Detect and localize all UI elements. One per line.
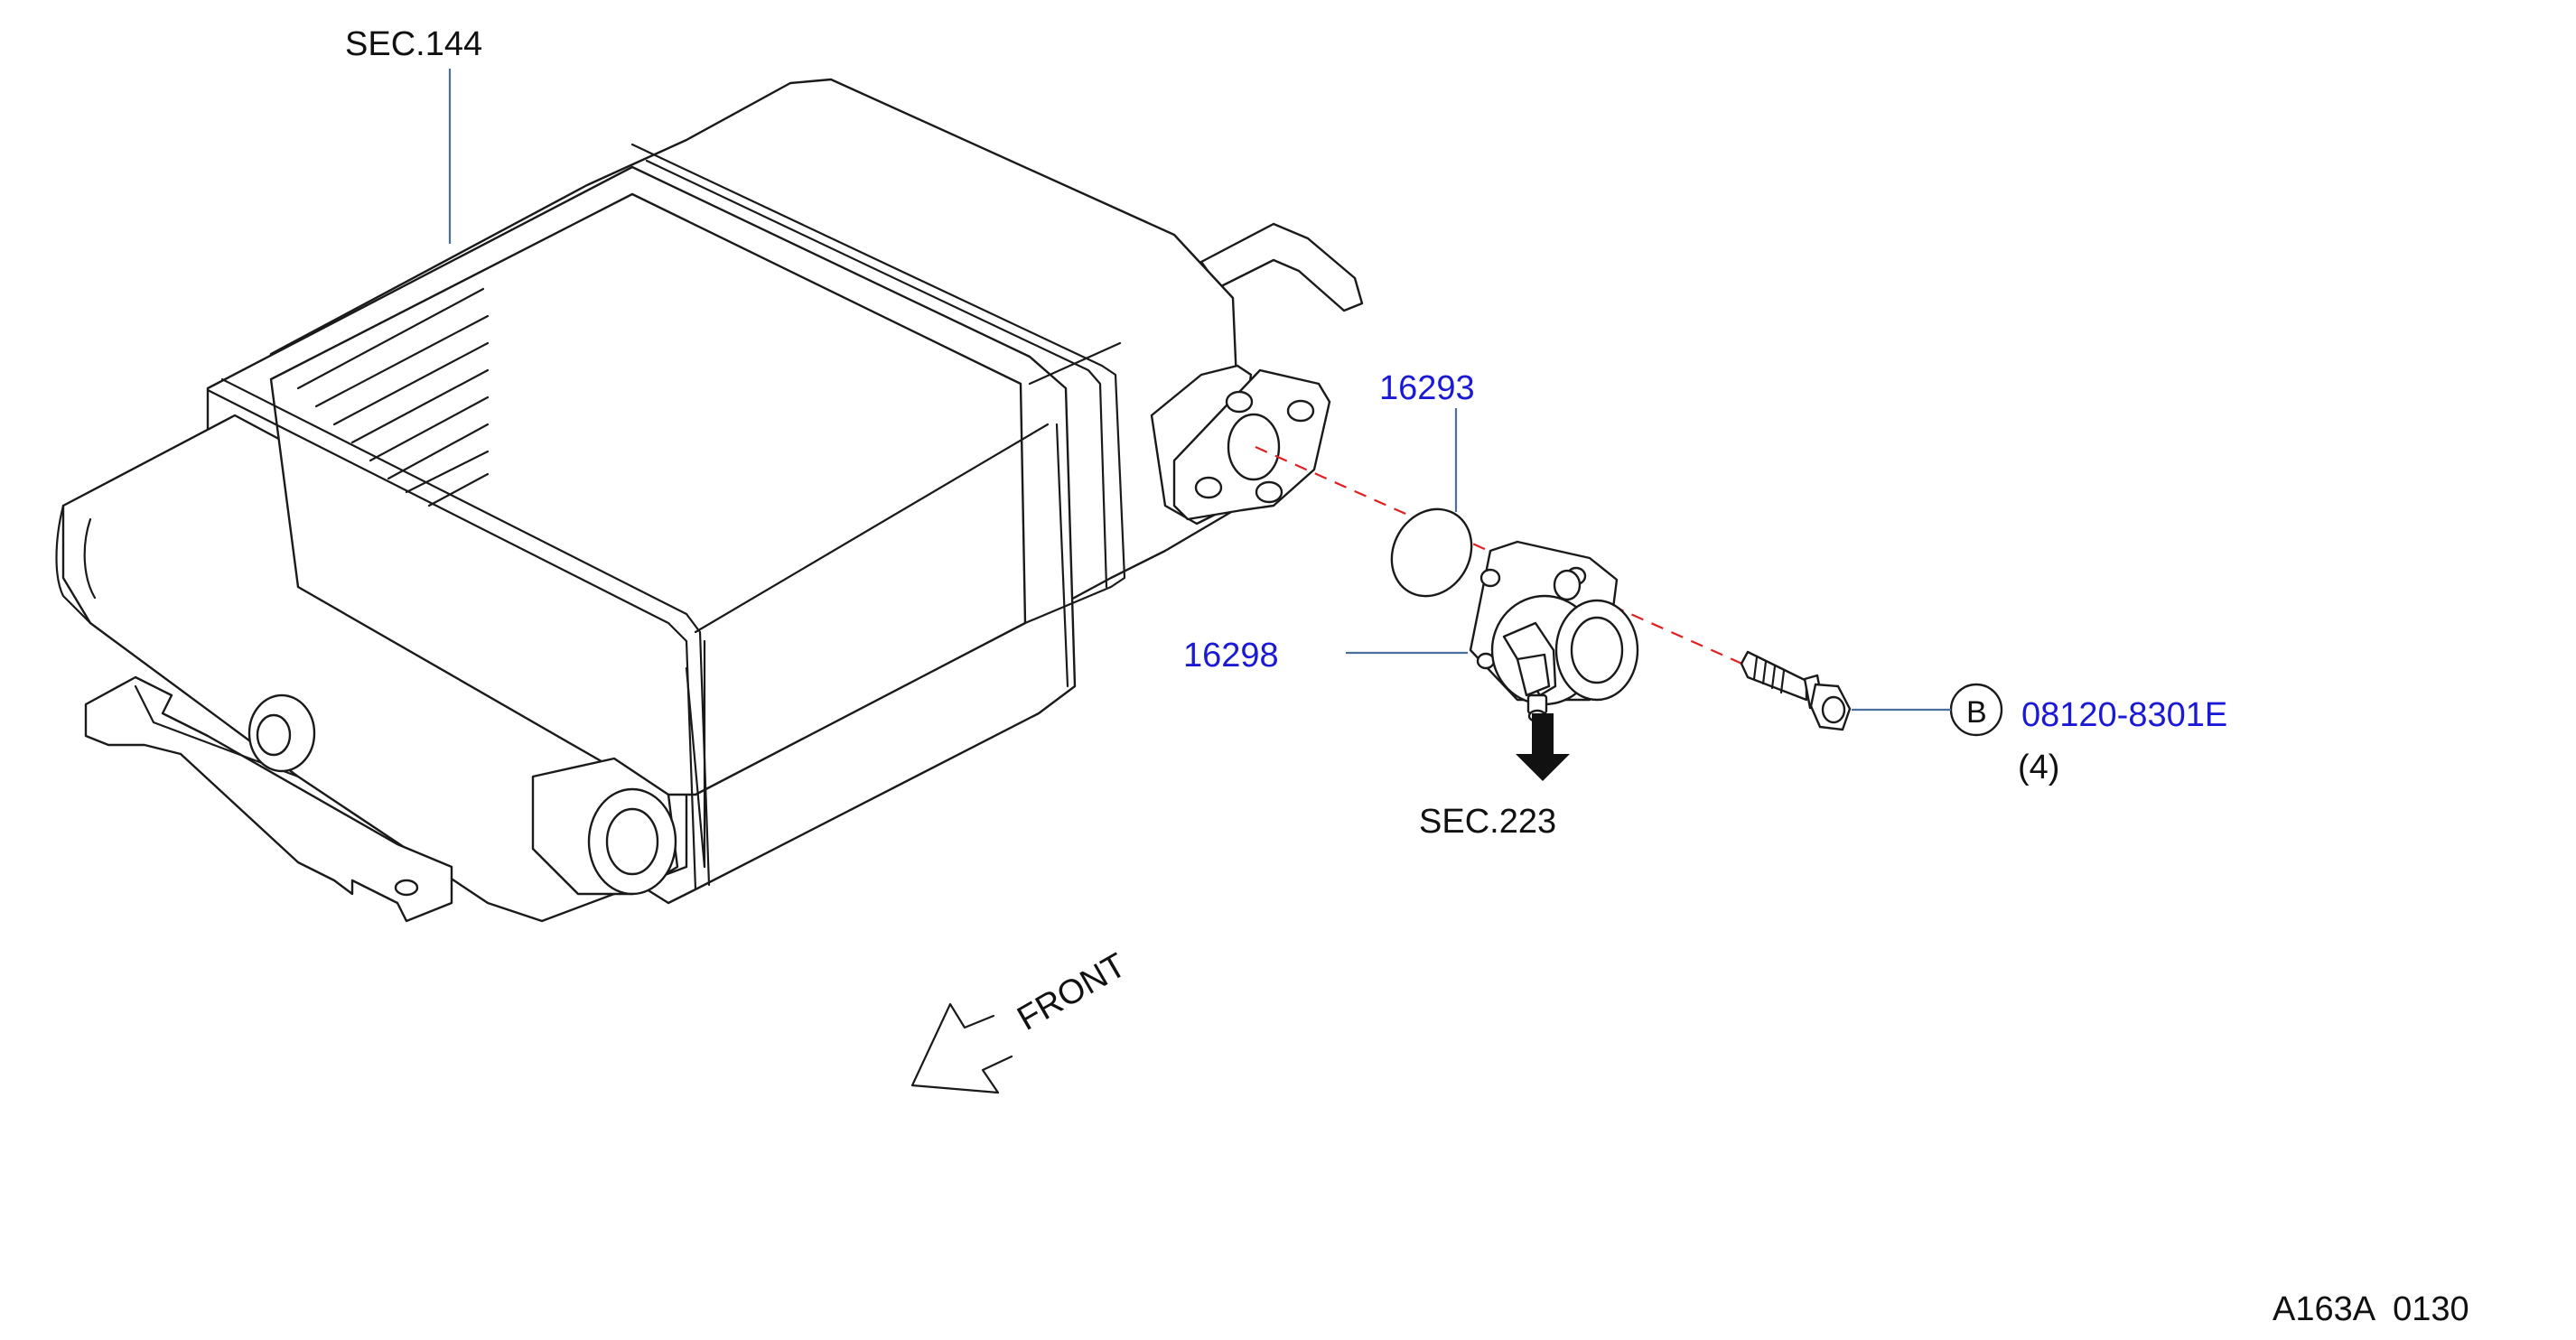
diagram-code: A163A 0130 [2273, 1290, 2469, 1328]
evap-canister [55, 78, 1364, 923]
down-arrow-icon [1516, 713, 1570, 781]
bolt-quantity: (4) [2018, 749, 2059, 786]
valve-16298 [1469, 540, 1639, 723]
front-label: FRONT [1012, 946, 1133, 1038]
front-arrow-icon [910, 1002, 1013, 1094]
bolt-08120-8301e [1740, 650, 1852, 731]
sec223-label: SEC.223 [1419, 803, 1556, 841]
gasket-16293 [1390, 507, 1473, 598]
sec144-label: SEC.144 [345, 25, 482, 63]
part-number-16293[interactable]: 16293 [1379, 369, 1475, 407]
label-hatch [296, 287, 490, 507]
bolt-callout-letter: B [1966, 695, 1987, 730]
part-number-bolt[interactable]: 08120-8301E [2021, 696, 2227, 734]
part-number-16298[interactable]: 16298 [1183, 637, 1279, 675]
